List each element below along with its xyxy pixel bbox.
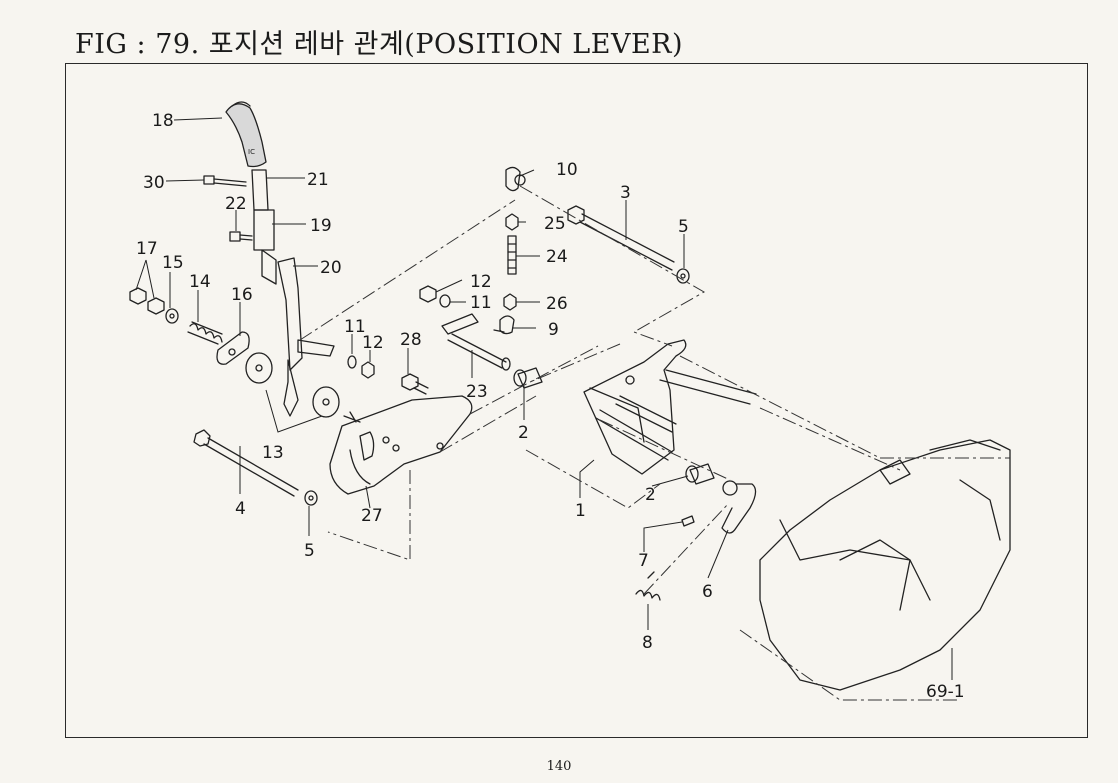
callout-7: 7: [638, 551, 649, 571]
callout-24: 24: [546, 247, 568, 267]
nut-25: [505, 213, 519, 231]
clip-6: [721, 480, 757, 534]
bolt-3: [567, 205, 675, 271]
callout-12-a: 12: [362, 333, 384, 353]
callout-11-b: 11: [470, 293, 492, 313]
plate-16: [216, 331, 250, 365]
bolt-28: [401, 373, 429, 395]
callout-21: 21: [307, 170, 329, 190]
diagram-frame: [65, 63, 1088, 738]
nut-17b: [147, 297, 165, 315]
callout-17: 17: [136, 239, 158, 259]
svg-text:IC: IC: [248, 148, 255, 156]
callout-labels: 18 30 21 22 19 20 17 15 14 16 11 12 28 1…: [136, 111, 965, 702]
nut-17a: [129, 287, 147, 305]
callout-15: 15: [162, 253, 184, 273]
main-bracket-1: [583, 339, 757, 475]
callout-3: 3: [620, 183, 631, 203]
washer-15: [165, 308, 179, 324]
rod-23: [441, 313, 511, 371]
nut-12b: [419, 285, 437, 303]
callout-28: 28: [400, 330, 422, 350]
callout-2-a: 2: [518, 423, 529, 443]
washer-13a: [245, 352, 273, 384]
callout-18: 18: [152, 111, 174, 131]
callout-12-b: 12: [470, 272, 492, 292]
shift-knob: IC: [225, 101, 267, 168]
page-number: 140: [546, 759, 572, 774]
callout-8: 8: [642, 633, 653, 653]
bolt-22: [229, 231, 253, 242]
callout-22: 22: [225, 194, 247, 214]
washer-5b: [676, 268, 690, 284]
callout-26: 26: [546, 294, 568, 314]
washer-13b: [312, 386, 340, 418]
callout-4: 4: [235, 499, 246, 519]
callout-11-a: 11: [344, 317, 366, 337]
alignment-lines: [299, 185, 1010, 701]
washer-5a: [304, 490, 318, 506]
callout-14: 14: [189, 272, 211, 292]
nut-26: [503, 293, 517, 311]
bolt-small: [343, 411, 361, 423]
callout-69-1: 69-1: [926, 682, 965, 702]
stud-24: [507, 235, 517, 275]
callout-27: 27: [361, 506, 383, 526]
lever-arm: [251, 169, 335, 417]
nut-12a: [361, 361, 375, 379]
callout-13: 13: [262, 443, 284, 463]
leader-lines: [135, 117, 953, 680]
washer-11b: [439, 294, 451, 308]
bushing-2a: [513, 367, 543, 389]
pin-7: [681, 515, 695, 527]
bushing-2b: [685, 463, 715, 485]
ball-joint-10: [505, 166, 526, 192]
callout-6: 6: [702, 582, 713, 602]
callout-10: 10: [556, 160, 578, 180]
callout-16: 16: [231, 285, 253, 305]
callout-23: 23: [466, 382, 488, 402]
callout-30: 30: [143, 173, 165, 193]
bolt-4: [193, 429, 299, 497]
callout-25: 25: [544, 214, 566, 234]
callout-2-b: 2: [645, 485, 656, 505]
bolt-30: [203, 175, 247, 187]
bracket-27: [329, 395, 473, 495]
spring-8: [635, 571, 661, 601]
callout-1: 1: [575, 501, 586, 521]
callout-19: 19: [310, 216, 332, 236]
callout-20: 20: [320, 258, 342, 278]
callout-5-b: 5: [678, 217, 689, 237]
transmission-69-1: [759, 439, 1011, 691]
callout-9: 9: [548, 320, 559, 340]
callout-5-a: 5: [304, 541, 315, 561]
ball-joint-9: [493, 315, 515, 335]
figure-title: FIG : 79. 포지션 레바 관계(POSITION LEVER): [75, 29, 684, 60]
washer-11a: [347, 355, 357, 369]
spring-14: [187, 321, 223, 345]
